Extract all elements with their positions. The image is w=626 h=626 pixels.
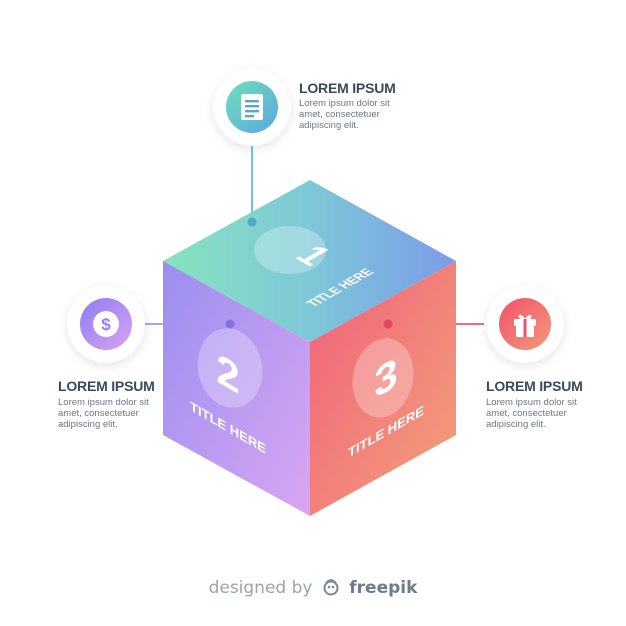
callout-3-title: LOREM IPSUM (486, 378, 583, 394)
svg-text:$: $ (101, 315, 111, 334)
callout-1-badge (213, 68, 291, 146)
callout-2-badge: $ (67, 285, 145, 363)
face-2-number: 2 (216, 343, 239, 404)
callout-3-text: Lorem ipsum dolor sit amet, consectetuer… (486, 397, 577, 430)
callout-1-text: Lorem ipsum dolor sit amet, consectetuer… (299, 98, 390, 131)
footer-credit: designed by freepik (0, 578, 626, 601)
face-3-number: 3 (374, 347, 397, 408)
cube-right-face (310, 261, 456, 516)
connector-dot-2 (225, 319, 235, 329)
face-2-number-circle (197, 328, 263, 408)
cube-top-face (163, 180, 456, 342)
callout-2-title: LOREM IPSUM (58, 378, 155, 394)
gift-icon (514, 314, 536, 337)
document-icon (241, 94, 263, 120)
face-3-number-circle (352, 338, 414, 418)
footer-prefix: designed by (208, 578, 313, 598)
freepik-logo-icon (321, 578, 341, 601)
connector-dot-3 (383, 319, 393, 329)
callout-1-title: LOREM IPSUM (299, 80, 396, 96)
dollar-coin-icon: $ (93, 311, 119, 337)
callout-3-badge (486, 285, 564, 363)
face-1-number-circle (254, 226, 326, 274)
connector-dot-1 (247, 217, 257, 227)
callout-2-text: Lorem ipsum dolor sit amet, consectetuer… (58, 397, 149, 430)
footer-brand[interactable]: freepik (349, 578, 418, 598)
cube-left-face (163, 261, 310, 516)
